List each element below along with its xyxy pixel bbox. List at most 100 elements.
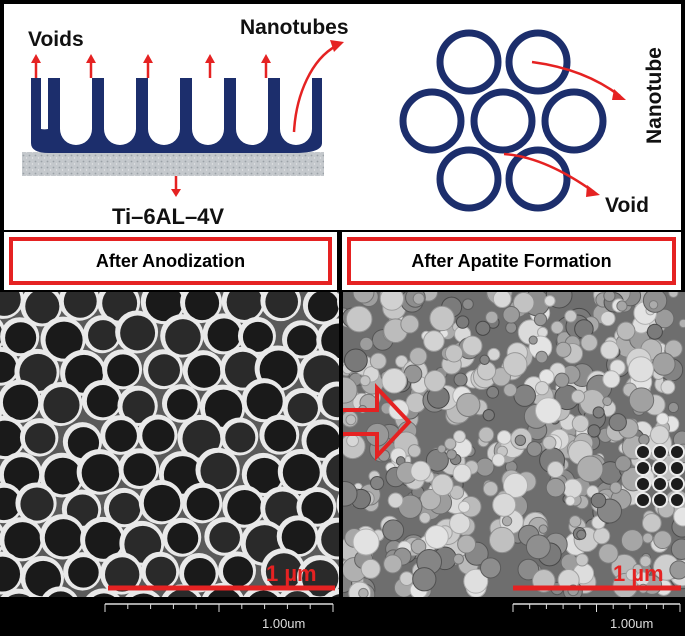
apatite-particle xyxy=(456,316,468,328)
nanotube-pore xyxy=(4,522,40,558)
right-scale-value: 1.00um xyxy=(610,616,653,631)
nanotube-pore xyxy=(25,423,55,453)
sem-scale-strip: 1.00um 1.00um xyxy=(0,598,685,636)
sem-after-anodization: 1 µm xyxy=(0,292,339,597)
schematic-panel: Voids Nanotubes Ti–6AL–4V xyxy=(4,4,681,230)
apatite-particle xyxy=(535,382,548,395)
apatite-particle xyxy=(572,415,588,431)
apatite-particle xyxy=(360,337,373,350)
nanotube-pore xyxy=(184,558,216,590)
apatite-particle xyxy=(463,299,474,310)
sem-right-svg: 1 µm xyxy=(343,292,685,597)
apatite-particle xyxy=(411,461,431,481)
voids-label: Voids xyxy=(28,28,84,51)
apatite-particle xyxy=(647,324,662,339)
caption-after-anodization: After Anodization xyxy=(9,237,332,285)
apatite-particle xyxy=(649,301,657,309)
nanotube-pore xyxy=(68,557,99,588)
exposed-nanotube xyxy=(653,493,667,507)
apatite-particle xyxy=(370,353,386,369)
substrate-label: Ti–6AL–4V xyxy=(112,204,224,229)
nanotube-pore xyxy=(3,385,38,420)
apatite-particle xyxy=(535,398,561,424)
nanotube-pore xyxy=(288,393,318,423)
apatite-particle xyxy=(382,369,406,393)
apatite-particle xyxy=(483,409,494,420)
nanotube-pore xyxy=(188,355,221,388)
apatite-particle xyxy=(668,402,678,412)
apatite-particle xyxy=(603,397,612,406)
apatite-particle xyxy=(353,529,379,555)
apatite-particle xyxy=(617,322,635,340)
apatite-particle xyxy=(639,434,649,444)
apatite-particle xyxy=(581,334,597,350)
apatite-particle xyxy=(497,431,511,445)
apatite-particle xyxy=(462,336,481,355)
apatite-particle xyxy=(617,301,627,311)
nanotube-pore xyxy=(123,453,156,486)
apatite-particle xyxy=(483,482,497,496)
nanotube-pore xyxy=(167,523,198,554)
apatite-particle xyxy=(432,474,453,495)
nanotube-pore xyxy=(247,383,283,419)
apatite-particle xyxy=(360,376,370,386)
apatite-particle xyxy=(529,336,537,344)
exposed-nanotube xyxy=(636,493,650,507)
apatite-particle xyxy=(543,436,556,449)
caption-after-apatite-formation: After Apatite Formation xyxy=(347,237,676,285)
apatite-particle xyxy=(536,351,548,363)
nanotube-pore xyxy=(45,519,82,556)
nanotube-pore xyxy=(167,389,198,420)
nanotube-pore xyxy=(146,557,177,588)
nanotube-pore xyxy=(5,322,36,353)
exposed-nanotube xyxy=(670,461,684,475)
exposed-nanotube xyxy=(653,461,667,475)
apatite-particle xyxy=(594,528,610,544)
apatite-particle xyxy=(670,561,685,579)
apatite-particle xyxy=(479,427,494,442)
apatite-particle xyxy=(346,415,356,425)
void-arrows xyxy=(31,54,271,78)
exposed-nanotube xyxy=(653,477,667,491)
caption-left-panel: After Anodization xyxy=(4,232,337,290)
apatite-particle xyxy=(565,310,577,322)
exposed-nanotube xyxy=(636,477,650,491)
apatite-particle xyxy=(650,426,668,444)
apatite-particle xyxy=(601,341,619,359)
apatite-particle xyxy=(454,373,467,386)
apatite-particle xyxy=(430,306,454,330)
apatite-particle xyxy=(359,588,369,597)
apatite-particle xyxy=(601,311,615,325)
nanotube-label: Nanotube xyxy=(643,47,666,144)
apatite-particle xyxy=(346,306,372,332)
apatite-particle xyxy=(539,525,547,533)
nanotube-pore xyxy=(165,319,201,355)
void-label: Void xyxy=(605,194,649,217)
apatite-particle xyxy=(401,315,419,333)
nanotube-pore xyxy=(208,318,241,351)
substrate-layer xyxy=(22,152,324,176)
nanotube-pore xyxy=(308,292,339,321)
apatite-particle xyxy=(526,535,550,559)
apatite-particle xyxy=(591,493,605,507)
nanotube-pore xyxy=(88,320,118,350)
apatite-particle xyxy=(413,293,424,304)
nanotube-pore xyxy=(87,385,119,417)
apatite-particle xyxy=(489,527,514,552)
apatite-particle xyxy=(493,292,511,308)
apatite-particle xyxy=(492,454,505,467)
nanotube-pore xyxy=(142,420,174,452)
apatite-particle xyxy=(563,479,582,498)
apatite-particle xyxy=(643,533,653,543)
sem-after-apatite-formation: 1 µm xyxy=(343,292,685,597)
apatite-particle xyxy=(419,512,430,523)
nanotube-pore xyxy=(187,488,220,521)
apatite-particle xyxy=(657,413,669,425)
nanotube-pore xyxy=(243,322,273,352)
apatite-particle xyxy=(576,554,588,566)
nanotube-pore xyxy=(82,454,120,492)
apatite-particle xyxy=(413,568,436,591)
nanotube-array xyxy=(0,292,339,597)
apatite-particle xyxy=(610,482,621,493)
apatite-particle xyxy=(547,462,563,478)
